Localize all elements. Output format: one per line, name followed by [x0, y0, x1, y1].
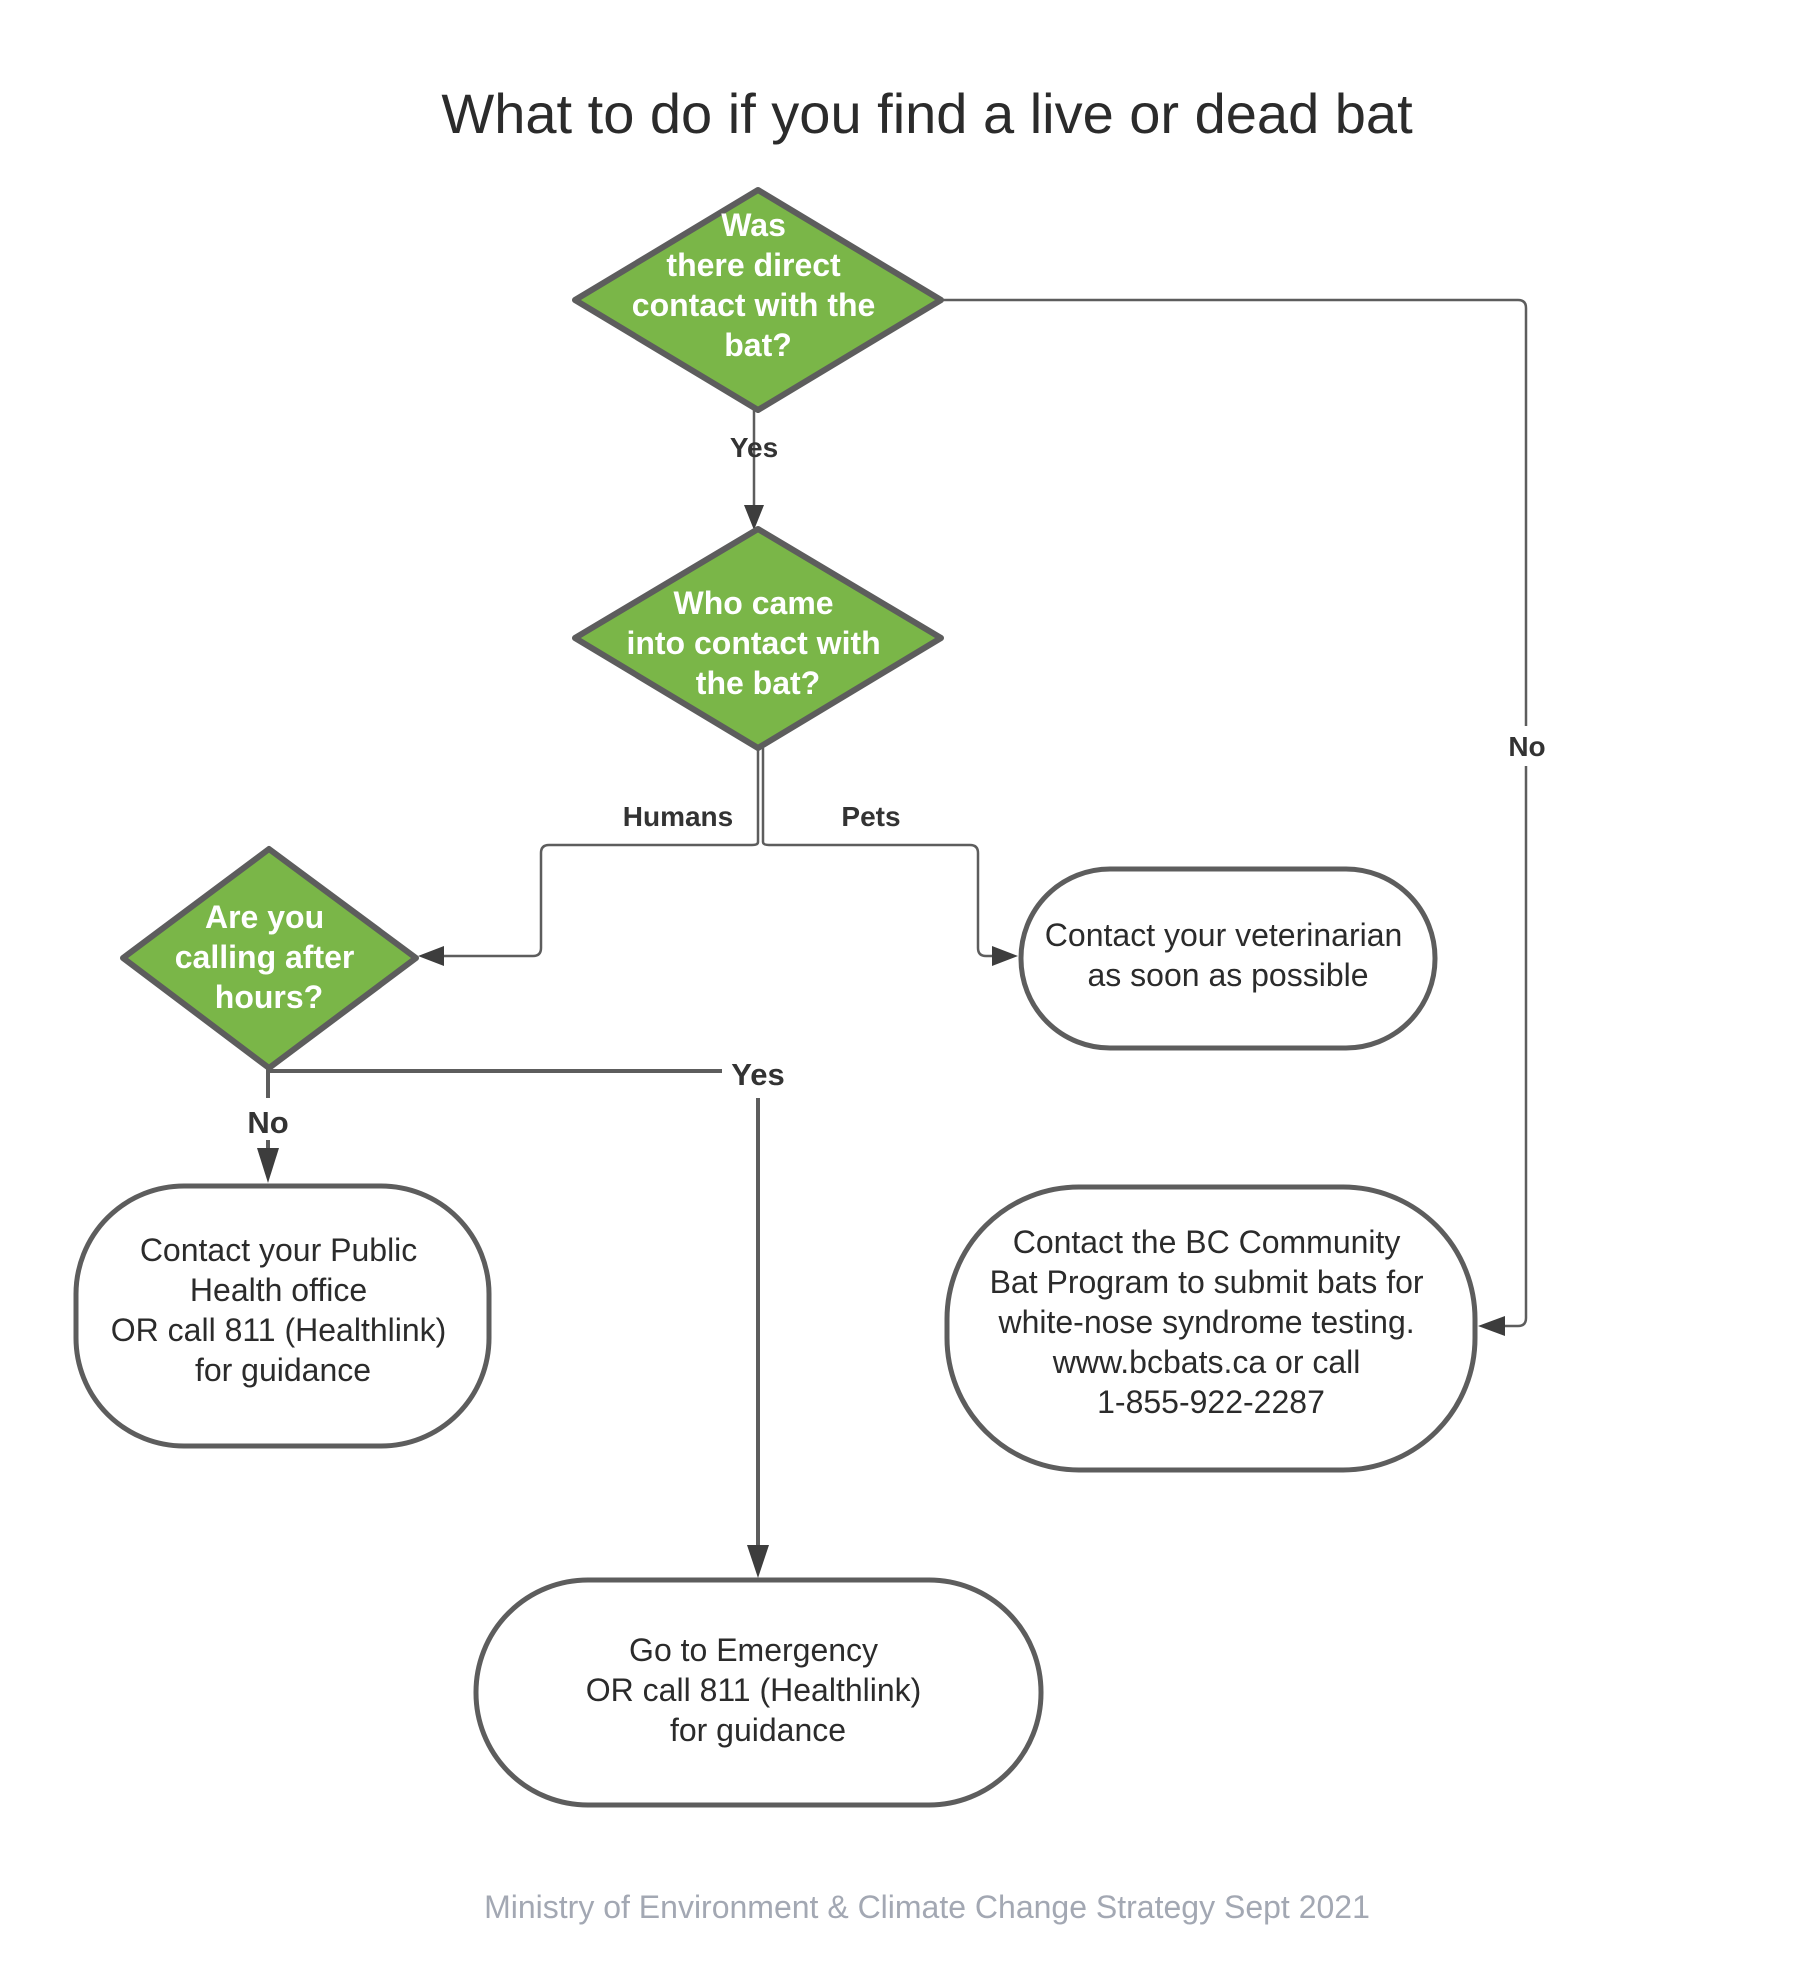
edge-label-who-pets: Pets [841, 801, 900, 832]
arrowhead-direct-yes [744, 505, 764, 530]
edge-label-bg [238, 1098, 298, 1140]
decision-who-contact-line: into contact with [626, 625, 880, 661]
arrowhead-after-yes [747, 1545, 769, 1578]
decision-direct-contact-line: bat? [724, 327, 792, 363]
svg-text:Who came into contact wi: Who came into contact with the bat? [626, 585, 889, 701]
terminal-bc-bats-line: white-nose syndrome testing. [997, 1304, 1414, 1340]
edge-label-bg [722, 1052, 794, 1098]
svg-text:Go to Emergency OR call: Go to Emergency OR call 811 (Healthlink)… [586, 1632, 930, 1748]
terminal-public-health-line: OR call 811 (Healthlink) [111, 1312, 447, 1348]
decision-direct-contact-line: there direct [666, 247, 841, 283]
terminal-bc-bats-line: Contact the BC Community [1013, 1224, 1401, 1260]
decision-direct-contact: Was there direct contact with the bat? [572, 187, 944, 413]
terminal-public-health: Contact your Public Health office OR cal… [73, 1183, 492, 1449]
edge-label-who-humans: Humans [623, 801, 733, 832]
decision-who-contact-line: the bat? [696, 665, 820, 701]
decision-after-hours-line: calling after [175, 939, 355, 975]
edge-direct-no-line [943, 298, 1528, 1328]
diagram-title: What to do if you find a live or dead ba… [441, 82, 1413, 145]
terminal-emergency: Go to Emergency OR call 811 (Healthlink)… [473, 1577, 1044, 1808]
decision-after-hours-line: Are you [205, 899, 324, 935]
terminal-emergency-line: Go to Emergency [629, 1632, 878, 1668]
arrowhead-who-humans [418, 946, 444, 966]
terminal-emergency-line: for guidance [670, 1712, 846, 1748]
terminal-public-health-line: Contact your Public [140, 1232, 417, 1268]
svg-text:Contact your veterinarian: Contact your veterinarian as soon as pos… [1045, 917, 1411, 993]
decision-who-contact-line: Who came [674, 585, 834, 621]
edge-label-bg [1500, 726, 1552, 766]
terminal-public-health-line: Health office [190, 1272, 367, 1308]
terminal-bc-bats: Contact the BC Community Bat Program to … [944, 1184, 1478, 1473]
arrowhead-after-no [257, 1148, 279, 1183]
edge-label-direct-no: No [1508, 731, 1545, 762]
terminal-bc-bats-line: Bat Program to submit bats for [990, 1264, 1424, 1300]
arrowhead-direct-no [1478, 1316, 1505, 1336]
decision-direct-contact-line: Was [721, 207, 786, 243]
svg-text:Are you calling after: Are you calling after hours? [175, 899, 364, 1015]
edge-who-humans-line [444, 841, 760, 958]
svg-text:Contact the BC Community: Contact the BC Community Bat Program to … [990, 1224, 1433, 1420]
edge-label-direct-yes: Yes [730, 432, 778, 463]
decision-direct-contact-line: contact with the [632, 287, 876, 323]
terminal-public-health-line: for guidance [195, 1352, 371, 1388]
terminal-bc-bats-line: 1-855-922-2287 [1097, 1384, 1325, 1420]
edge-label-after-yes: Yes [731, 1057, 784, 1092]
decision-after-hours-line: hours? [215, 979, 323, 1015]
decision-after-hours: Are you calling after hours? [120, 846, 419, 1071]
terminal-vet-line: Contact your veterinarian [1045, 917, 1403, 953]
arrowhead-who-pets [992, 946, 1018, 966]
footer-credit: Ministry of Environment & Climate Change… [484, 1889, 1370, 1925]
terminal-vet: Contact your veterinarian as soon as pos… [1018, 866, 1438, 1051]
edge-label-after-no: No [247, 1105, 288, 1140]
edge-who-pets-line [761, 841, 992, 958]
decision-who-contact: Who came into contact with the bat? [572, 526, 944, 751]
svg-text:Was there direct c: Was there direct contact with the bat? [632, 207, 884, 363]
terminal-vet-line: as soon as possible [1087, 957, 1368, 993]
terminal-bc-bats-line: www.bcbats.ca or call [1052, 1344, 1361, 1380]
terminal-emergency-line: OR call 811 (Healthlink) [586, 1672, 922, 1708]
svg-text:Contact your Public Heal: Contact your Public Health office OR cal… [111, 1232, 455, 1388]
